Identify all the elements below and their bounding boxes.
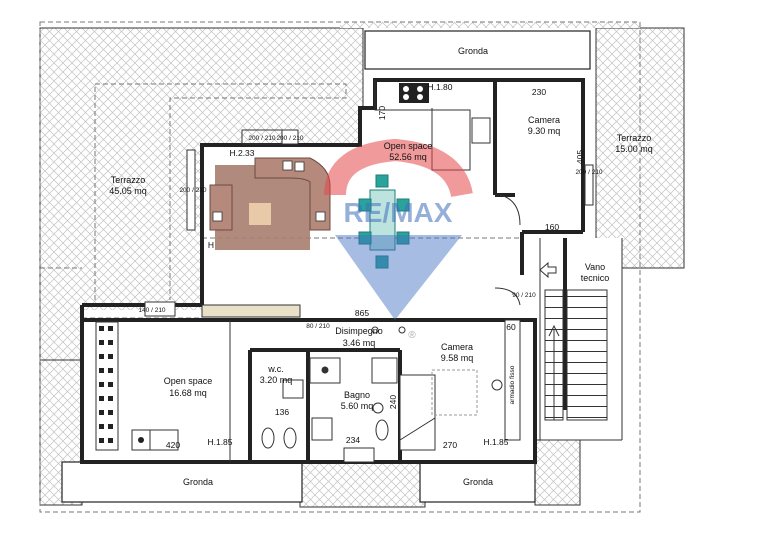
dim-865: 865	[355, 308, 369, 318]
terrazzo-right-area: 15.00 mq	[615, 144, 653, 154]
dim-160: 160	[545, 222, 559, 232]
terrazzo-right-name: Terrazzo	[617, 133, 652, 143]
bagno-area: 5.60 mq	[341, 401, 374, 411]
watermark-mark: ®	[408, 330, 416, 341]
kitchen	[374, 80, 491, 171]
dim-405: 405	[575, 150, 585, 164]
dim-200-210-top-a: 200 / 210	[248, 135, 275, 142]
bathroom-fixtures	[261, 357, 398, 449]
disimpegno-area: 3.46 mq	[343, 338, 376, 348]
living-furniture	[209, 157, 331, 250]
dim-h185-right: H.1.85	[483, 437, 508, 447]
open-space-lower-area: 16.68 mq	[169, 388, 207, 398]
disimpegno-name: Disimpegno	[335, 326, 383, 336]
wc-area: 3.20 mq	[260, 375, 293, 385]
terrazzo-left-area: 45.05 mq	[109, 186, 147, 196]
gronda-bottom-left-label: Gronda	[183, 477, 213, 487]
dining-table	[358, 174, 410, 269]
dim-h180: H.1.80	[427, 82, 452, 92]
dim-240: 240	[388, 395, 398, 409]
gronda-top-label: Gronda	[458, 46, 488, 56]
dim-200-210-left: 200 / 210	[179, 187, 206, 194]
watermark-text: RE/MAX	[344, 197, 453, 228]
gronda-bottom-right-label: Gronda	[463, 477, 493, 487]
dim-200-210-right: 200 / 210	[575, 169, 602, 176]
camera-upper-area: 9.30 mq	[528, 126, 561, 136]
terrazzo-left-name: Terrazzo	[111, 175, 146, 185]
wc-name: w.c.	[267, 364, 284, 374]
vano-tecnico-line2: tecnico	[581, 273, 610, 283]
remax-watermark: RE/MAX ®	[324, 138, 473, 341]
dim-200-210-top-b: 200 / 210	[276, 135, 303, 142]
dim-270: 270	[443, 440, 457, 450]
open-space-lower-name: Open space	[164, 376, 213, 386]
dim-420: 420	[166, 440, 180, 450]
camera-upper-name: Camera	[528, 115, 560, 125]
dim-80-210: 80 / 210	[306, 323, 330, 330]
dim-h185-left: H.1.85	[207, 437, 232, 447]
armadio-fisso-label: armadio fisso	[509, 365, 516, 404]
dim-h233: H.2.33	[229, 148, 254, 158]
staircase	[539, 261, 608, 421]
dim-230: 230	[532, 87, 546, 97]
dim-90-210: 90 / 210	[512, 292, 536, 299]
dim-234: 234	[346, 435, 360, 445]
open-space-upper-name: Open space	[384, 141, 433, 151]
camera-lower-area: 9.58 mq	[441, 353, 474, 363]
open-space-upper-area: 52.56 mq	[389, 152, 427, 162]
dim-136: 136	[275, 407, 289, 417]
bagno-name: Bagno	[344, 390, 370, 400]
vano-tecnico-line1: Vano	[585, 262, 605, 272]
openings	[144, 129, 594, 463]
dim-h-partial: H	[208, 240, 214, 250]
dim-140-210: 140 / 210	[138, 307, 165, 314]
bedroom-lower-furniture	[399, 319, 521, 451]
wardrobe-left	[95, 321, 179, 451]
dim-170: 170	[377, 106, 387, 120]
camera-lower-name: Camera	[441, 342, 473, 352]
dim-60: 60	[506, 322, 516, 332]
